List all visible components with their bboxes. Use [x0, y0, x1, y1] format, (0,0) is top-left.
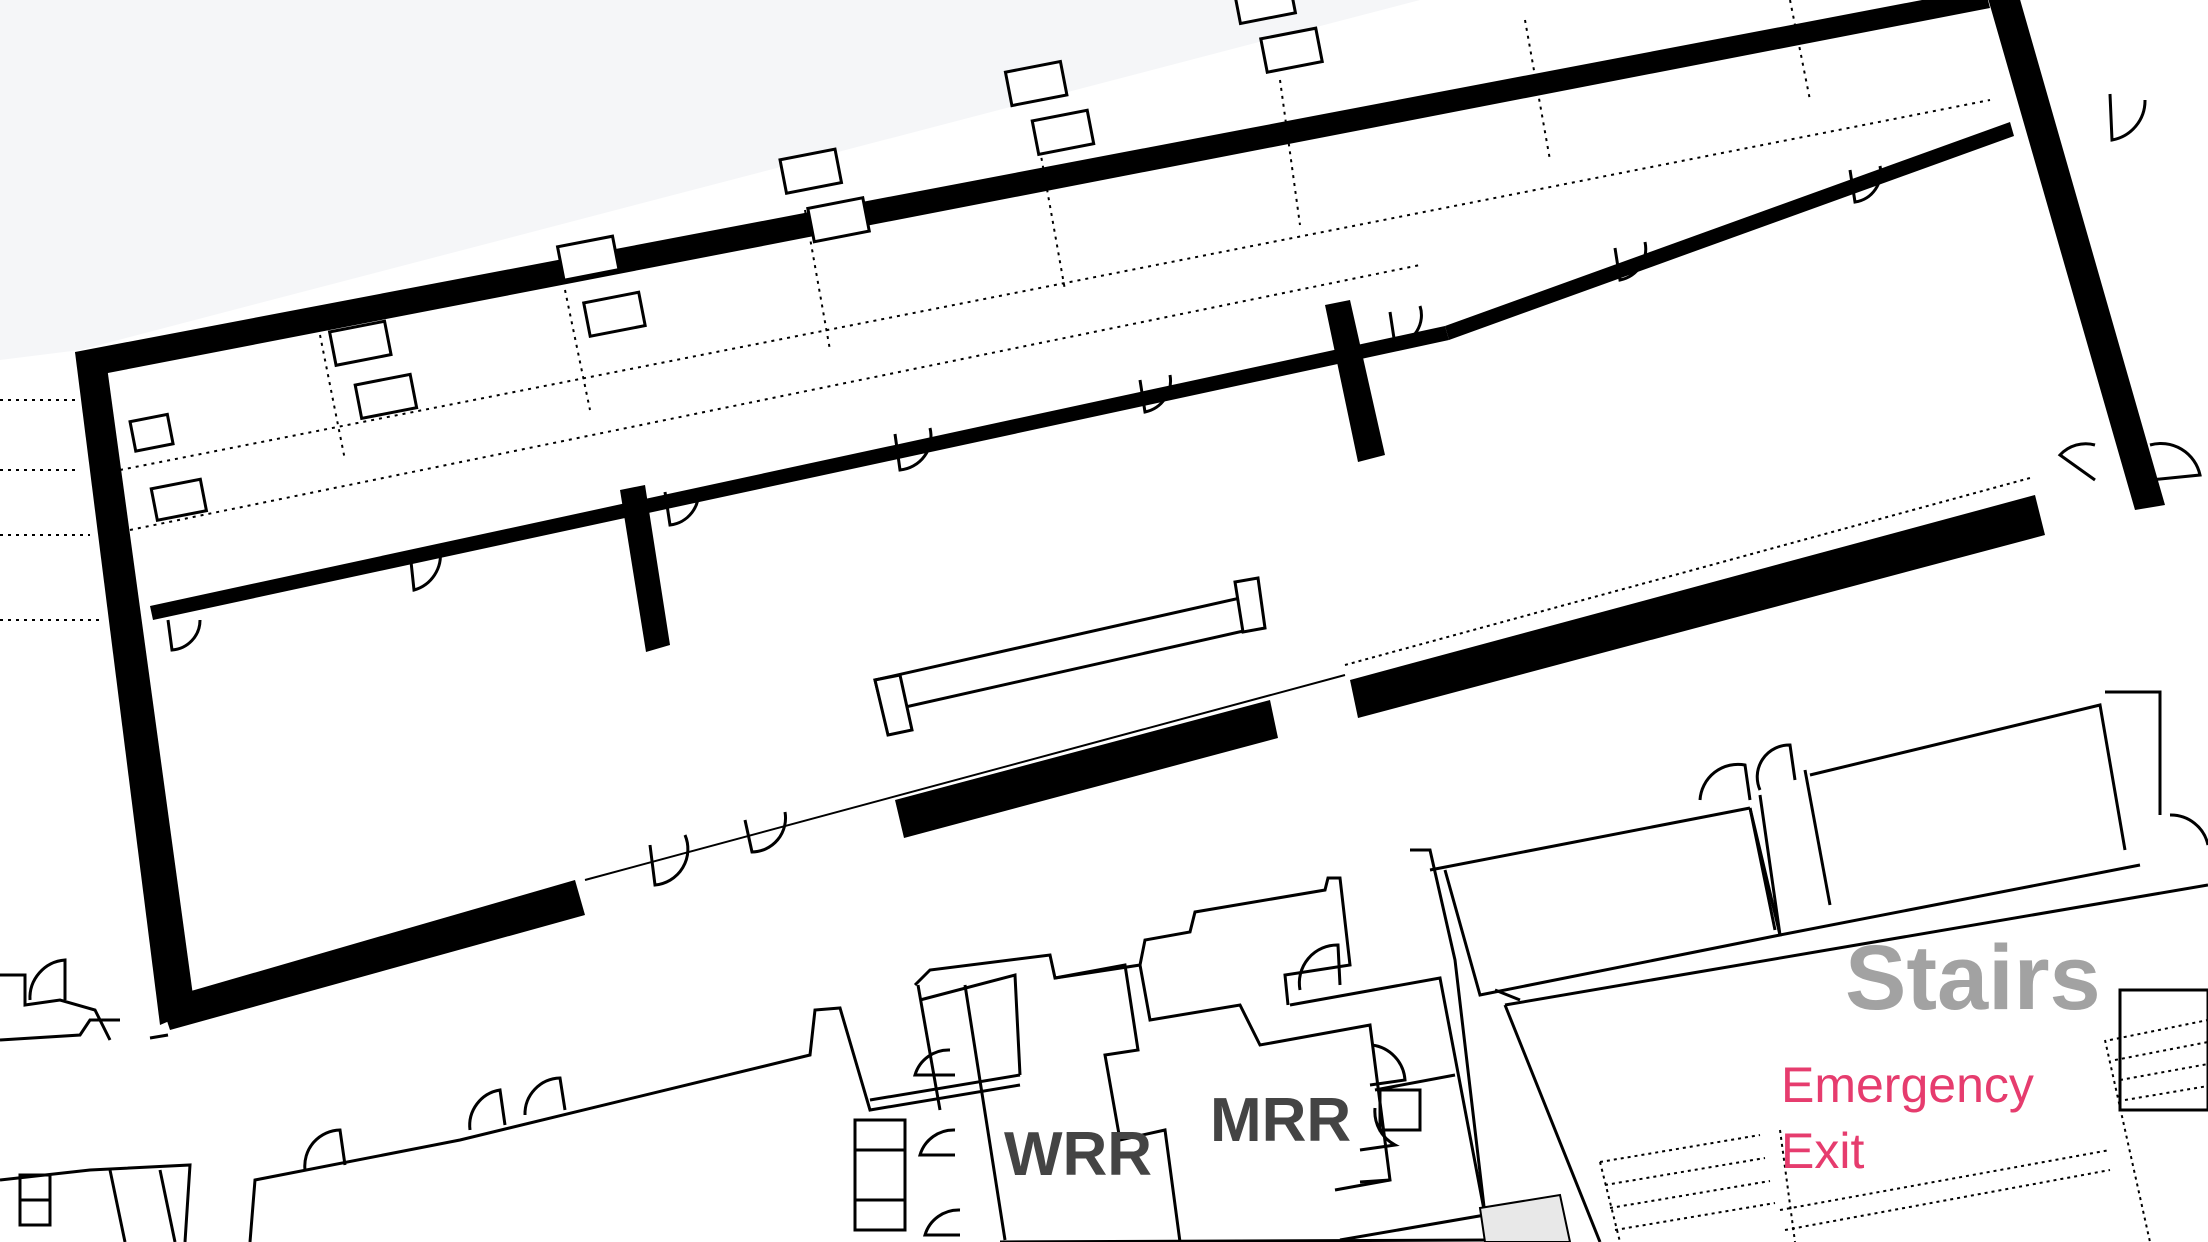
south-wall-segment-b: [1350, 495, 2045, 718]
wrr-label[interactable]: WRR: [1004, 1120, 1153, 1189]
lower-door-swings: [28, 743, 2208, 1237]
east-exterior-wall: [1988, 0, 2165, 510]
south-exterior-wall-west: [160, 880, 585, 1030]
cubicle-grid: [0, 0, 1991, 621]
outside-area: [0, 0, 1420, 360]
north-exterior-wall: [75, 0, 1990, 378]
door-swings: [166, 93, 2202, 887]
emergency-exit-label[interactable]: Emergency Exit: [1781, 1052, 2034, 1184]
main-building: [75, 0, 2165, 1030]
emergency-exit-label-line1: Emergency: [1781, 1057, 2034, 1113]
stairs-label[interactable]: Stairs: [1845, 927, 2101, 1029]
corridor-wall-west: [150, 326, 1449, 620]
grey-floor-patch: [1478, 1193, 1572, 1242]
desks: [128, 0, 1324, 523]
south-wall-segment-a: [895, 700, 1278, 838]
emergency-exit-label-line2: Exit: [1781, 1123, 1865, 1179]
west-exterior-wall: [75, 352, 195, 1025]
partition-wall-2: [1325, 300, 1385, 462]
south-room-edge-dotted: [1344, 477, 2031, 666]
lower-rooms: [248, 690, 2208, 1242]
counter: [873, 576, 1267, 737]
mrr-label[interactable]: MRR: [1210, 1086, 1352, 1155]
corridor-wall-east: [1445, 122, 2014, 340]
fixtures: [0, 973, 2208, 1242]
partition-wall-1: [620, 485, 670, 652]
stair-treads: [1599, 1019, 2208, 1242]
south-room-edge: [584, 674, 1346, 881]
